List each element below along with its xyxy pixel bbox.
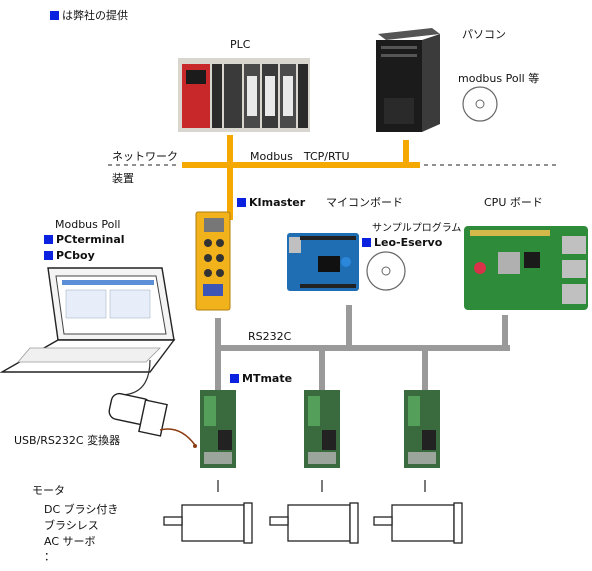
motor-type-item: DC ブラシ付き <box>44 503 119 516</box>
motor-type-item: ブラシレス <box>44 519 99 532</box>
product-marker-icon <box>237 198 246 207</box>
product-marker-icon <box>44 235 53 244</box>
servo-motor-icon-3 <box>373 502 463 544</box>
motor-driver-icon-1 <box>200 390 236 468</box>
motor-heading: モータ <box>32 484 65 497</box>
product-marker-icon <box>44 251 53 260</box>
servo-motor-icon-1 <box>163 502 253 544</box>
motor-type-item: AC サーボ <box>44 535 96 548</box>
motor-type-item: ： <box>44 550 55 563</box>
microcontroller-label: マイコンボード <box>326 196 403 209</box>
network-bus <box>108 135 560 220</box>
legend-marker-icon <box>50 11 59 20</box>
desktop-pc-icon <box>376 28 440 132</box>
motor-driver-icon-3 <box>404 390 440 468</box>
sample-program-label: サンプルプログラム <box>372 223 462 234</box>
pc-software-label: modbus Poll 等 <box>458 72 540 85</box>
motor-driver-icon-2 <box>304 390 340 468</box>
product-marker-icon <box>362 238 371 247</box>
legend: は弊社の提供 <box>50 9 128 22</box>
network-label: ネットワーク <box>112 150 178 163</box>
laptop-icon <box>0 267 176 373</box>
cpu-board-label: CPU ボード <box>484 196 543 209</box>
plc-photo <box>178 58 310 132</box>
pcboy-product: PCboy <box>44 249 95 262</box>
laptop-software-label: Modbus Poll <box>55 218 121 231</box>
device-label: 装置 <box>112 172 134 185</box>
plc-label: PLC <box>230 38 251 51</box>
cd-disc-icon <box>462 86 498 122</box>
leo-eservo-product: Leo-Eservo <box>362 236 442 249</box>
servo-motor-icon-2 <box>269 502 359 544</box>
rs232c-bus <box>215 305 510 392</box>
rs232c-label: RS232C <box>248 330 292 343</box>
pc-label: パソコン <box>462 28 506 41</box>
arduino-board-icon <box>287 233 359 291</box>
usb-converter-label: USB/RS232C 変換器 <box>14 434 121 447</box>
legend-text: は弊社の提供 <box>62 9 128 22</box>
protocol-label: Modbus TCP/RTU <box>250 150 350 163</box>
pcterminal-product: PCterminal <box>44 233 125 246</box>
product-marker-icon <box>230 374 239 383</box>
raspberry-pi-board-icon <box>464 226 588 310</box>
mtmate-product: MTmate <box>230 372 292 385</box>
cd-disc-icon-sample <box>366 251 406 291</box>
kimaster-device <box>195 211 231 311</box>
kimaster-product: KImaster <box>237 196 305 209</box>
usb-serial-converter-icon <box>108 359 197 448</box>
